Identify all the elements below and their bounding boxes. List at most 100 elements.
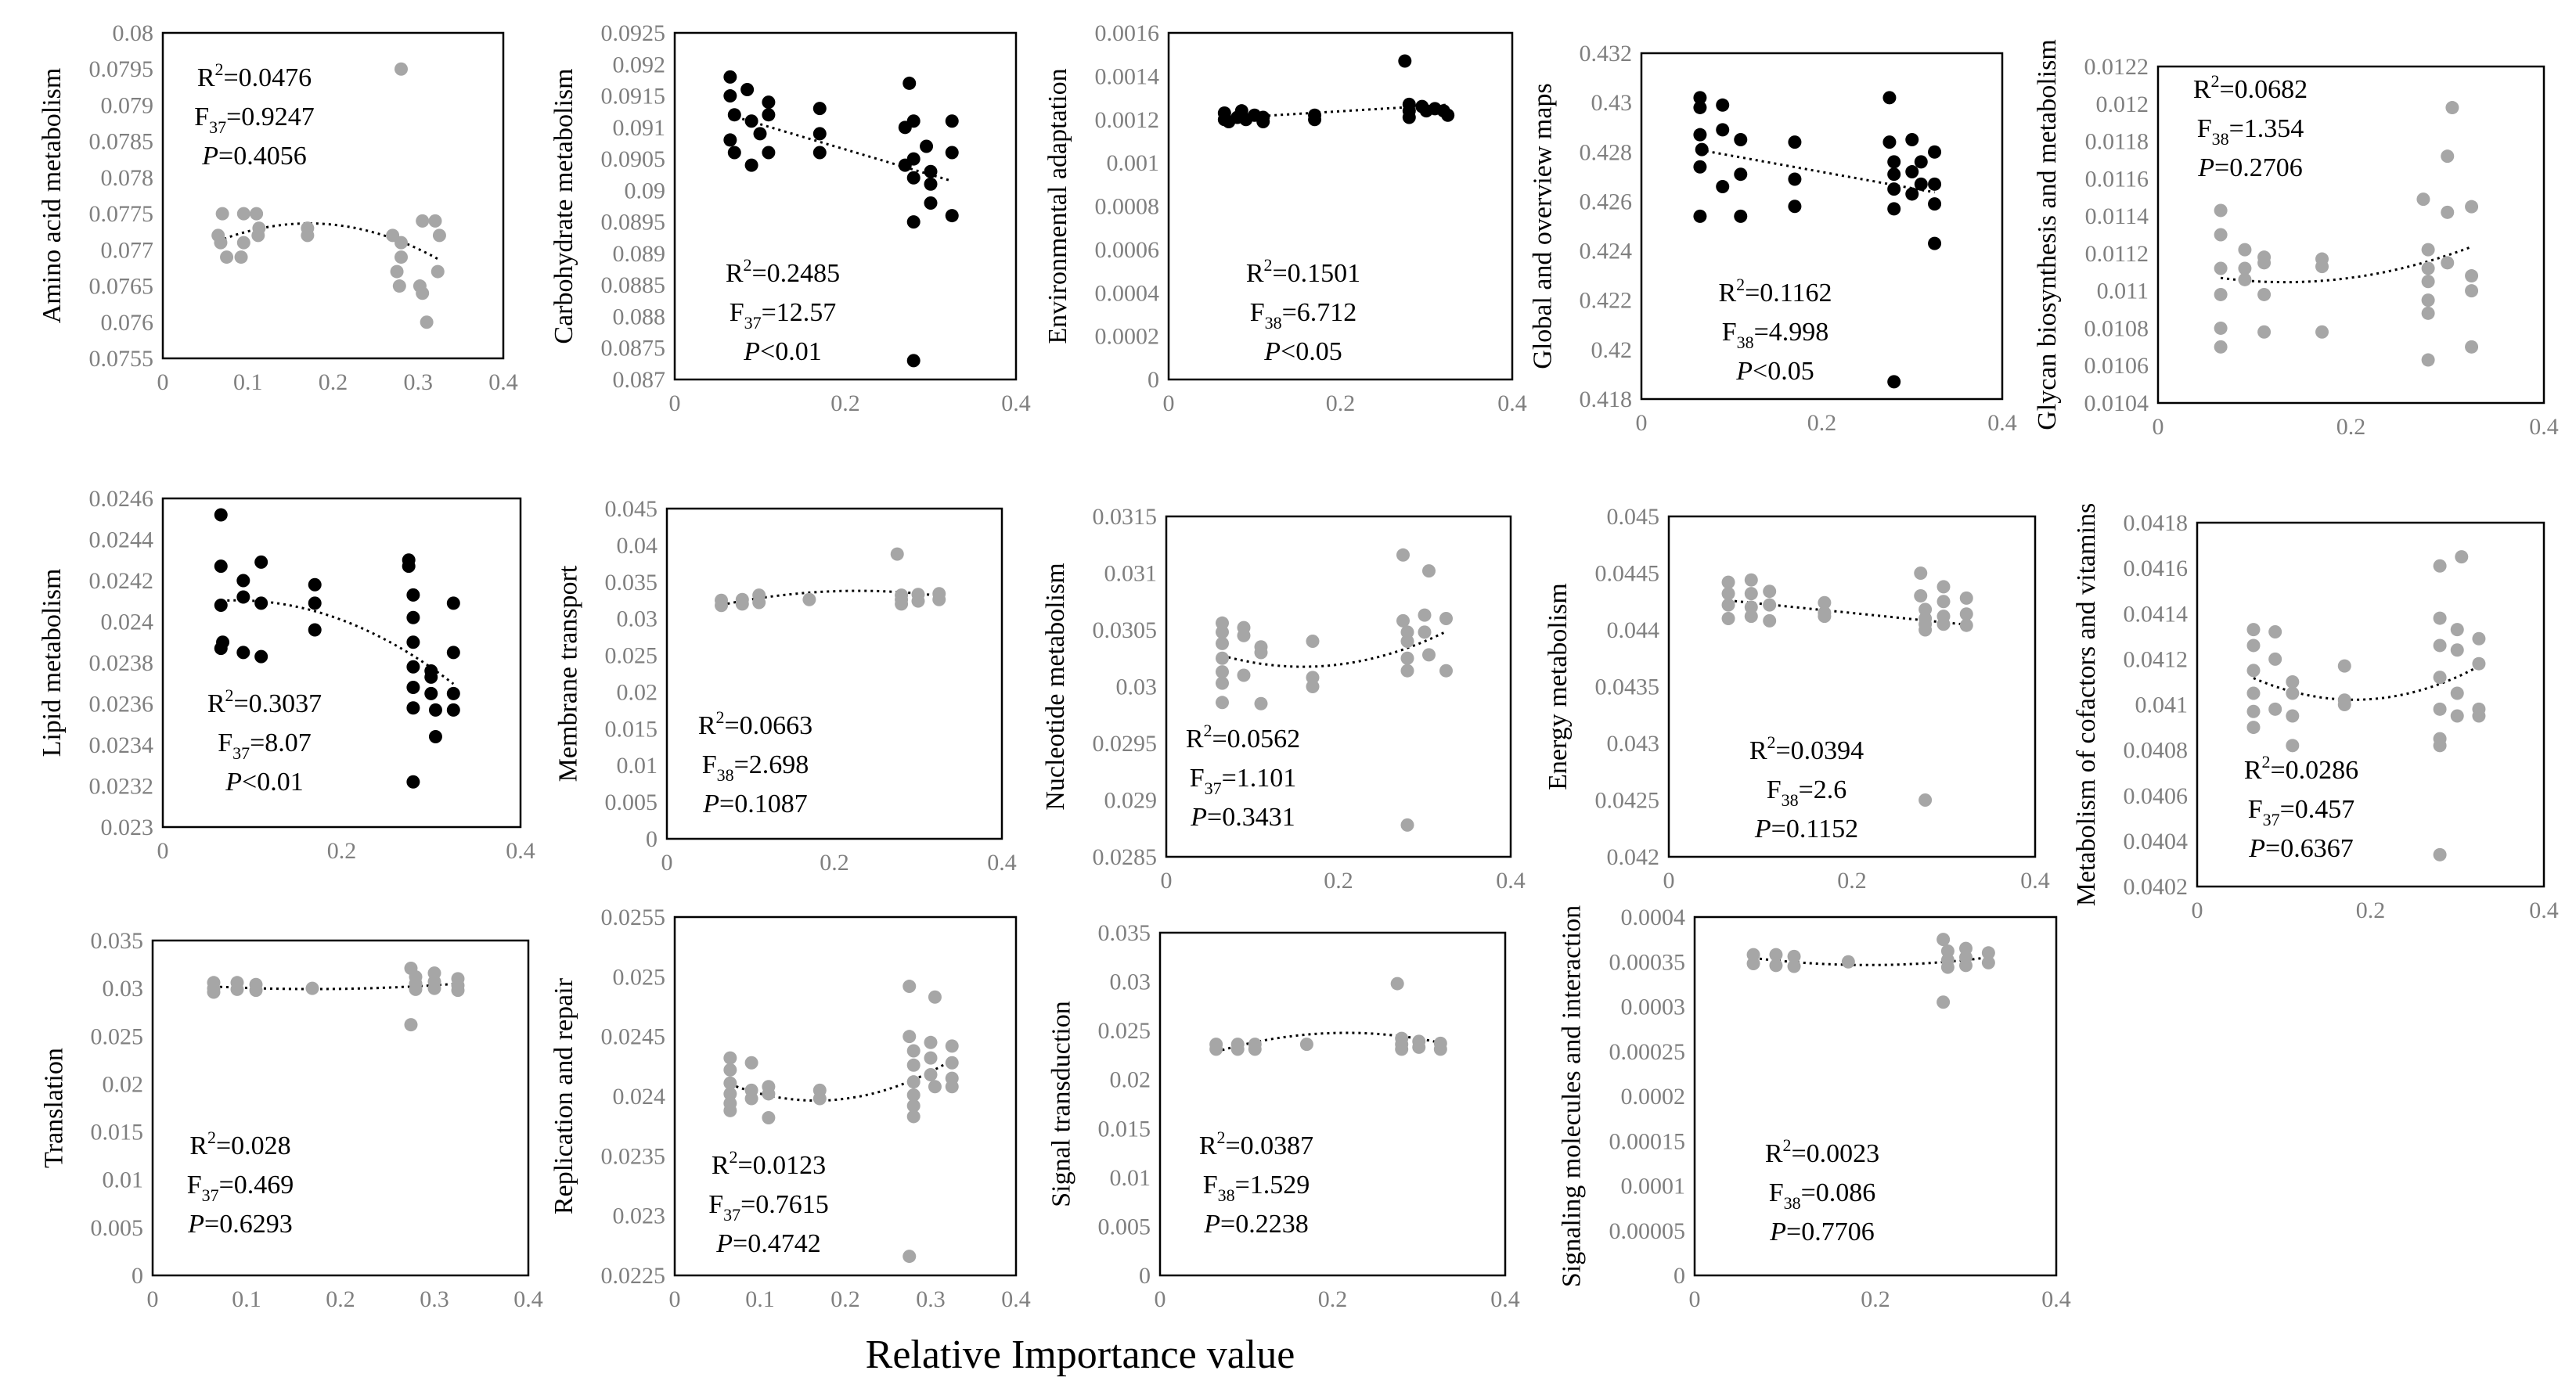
- data-point: [214, 508, 228, 522]
- y-tick-label: 0: [132, 1263, 143, 1289]
- x-tick-label: 0.2: [1861, 1286, 1890, 1312]
- data-point: [2257, 325, 2272, 339]
- data-point: [1787, 949, 1801, 963]
- y-tick-label: 0.01: [103, 1167, 144, 1193]
- y-tick-label: 0.0412: [2124, 646, 2189, 672]
- data-point: [236, 574, 250, 588]
- data-point: [2421, 243, 2435, 257]
- y-tick-label: 0.0002: [1621, 1084, 1686, 1110]
- data-point: [1928, 236, 1942, 250]
- data-point: [924, 177, 938, 191]
- data-point: [1422, 564, 1436, 578]
- f-statistic: F38=0.086: [1769, 1178, 1876, 1213]
- data-point: [2441, 149, 2455, 164]
- y-tick-label: 0.09: [625, 178, 666, 203]
- data-point: [723, 1103, 737, 1117]
- data-point: [1981, 955, 1995, 969]
- data-point: [2465, 269, 2479, 283]
- data-point: [305, 981, 319, 995]
- data-point: [762, 108, 776, 122]
- data-point: [2433, 847, 2447, 861]
- x-tick-label: 0.2: [830, 390, 860, 416]
- data-point: [1959, 591, 1973, 605]
- data-point: [214, 236, 228, 250]
- data-point: [1308, 113, 1322, 127]
- data-point: [744, 1092, 758, 1106]
- data-point: [1693, 100, 1707, 114]
- f-statistic: F38=2.698: [702, 750, 809, 785]
- y-tick-label: 0.0012: [1095, 107, 1160, 133]
- data-point: [1693, 209, 1707, 223]
- y-tick-label: 0.023: [101, 815, 154, 840]
- f-statistic: F38=1.529: [1203, 1171, 1310, 1205]
- data-point: [236, 207, 250, 221]
- x-tick-label: 0: [669, 390, 681, 416]
- data-point: [2268, 652, 2282, 666]
- x-tick-label: 0: [1636, 410, 1648, 436]
- data-point: [236, 236, 250, 250]
- y-tick-label: 0.03: [1110, 969, 1151, 995]
- data-point: [1787, 959, 1801, 973]
- plot-frame: [1158, 931, 1507, 1277]
- x-tick-label: 0.3: [404, 369, 434, 395]
- f-statistic: F37=12.57: [730, 298, 837, 333]
- data-point: [744, 158, 758, 172]
- data-point: [1693, 128, 1707, 142]
- data-point: [1914, 589, 1928, 602]
- data-point: [1721, 598, 1735, 612]
- data-point: [214, 599, 228, 612]
- data-point: [1396, 548, 1410, 562]
- y-tick-label: 0.077: [101, 237, 154, 263]
- y-tick-label: 0.0925: [601, 20, 666, 46]
- y-tick-label: 0.03: [103, 976, 144, 1002]
- data-point: [1928, 177, 1942, 191]
- y-tick-label: 0.0315: [1093, 504, 1158, 530]
- x-tick-label: 0: [661, 850, 673, 876]
- y-tick-label: 0: [1139, 1263, 1151, 1289]
- y-tick-label: 0.0114: [2085, 203, 2149, 229]
- data-point: [2238, 243, 2252, 257]
- p-value: P=0.6367: [2248, 834, 2353, 863]
- data-point: [903, 1030, 917, 1044]
- y-axis-label: Membrane transport: [554, 565, 583, 782]
- data-point: [2433, 559, 2447, 573]
- data-point: [1788, 200, 1802, 214]
- x-tick-label: 0: [2192, 897, 2203, 923]
- data-point: [812, 1092, 827, 1106]
- x-tick-label: 0.4: [2529, 414, 2559, 440]
- data-point: [220, 250, 234, 264]
- data-point: [2214, 340, 2228, 354]
- f-statistic: F38=1.354: [2197, 114, 2304, 149]
- data-point: [752, 595, 766, 610]
- p-value: P=0.3431: [1190, 803, 1295, 832]
- data-point: [249, 984, 263, 998]
- y-tick-label: 0.432: [1580, 41, 1633, 67]
- data-point: [1439, 612, 1453, 625]
- data-point: [1398, 54, 1412, 68]
- f-statistic: F37=0.9247: [194, 103, 315, 137]
- y-tick-label: 0.092: [613, 52, 666, 77]
- y-tick-label: 0.0305: [1093, 617, 1158, 643]
- y-tick-label: 0.0246: [89, 486, 154, 512]
- plot-frame: [665, 507, 1003, 840]
- f-statistic: F37=0.457: [2248, 795, 2355, 829]
- data-point: [2472, 631, 2486, 646]
- y-axis-label: Global and overview maps: [1529, 83, 1558, 369]
- data-point: [1744, 610, 1758, 624]
- data-point: [1905, 165, 1919, 179]
- data-point: [254, 649, 268, 664]
- y-axis-label: Energy metabolism: [1544, 583, 1573, 790]
- p-value: P=0.7706: [1769, 1218, 1874, 1246]
- f-statistic: F37=1.101: [1190, 764, 1297, 798]
- data-point: [911, 594, 925, 608]
- data-point: [2450, 623, 2464, 637]
- r-squared: R2=0.0476: [197, 59, 312, 92]
- data-point: [723, 1087, 737, 1101]
- y-tick-label: 0.015: [605, 716, 658, 742]
- data-point: [308, 577, 322, 592]
- data-point: [2214, 321, 2228, 335]
- data-point: [906, 152, 921, 166]
- y-tick-label: 0.0225: [601, 1263, 666, 1289]
- data-point: [2246, 704, 2261, 718]
